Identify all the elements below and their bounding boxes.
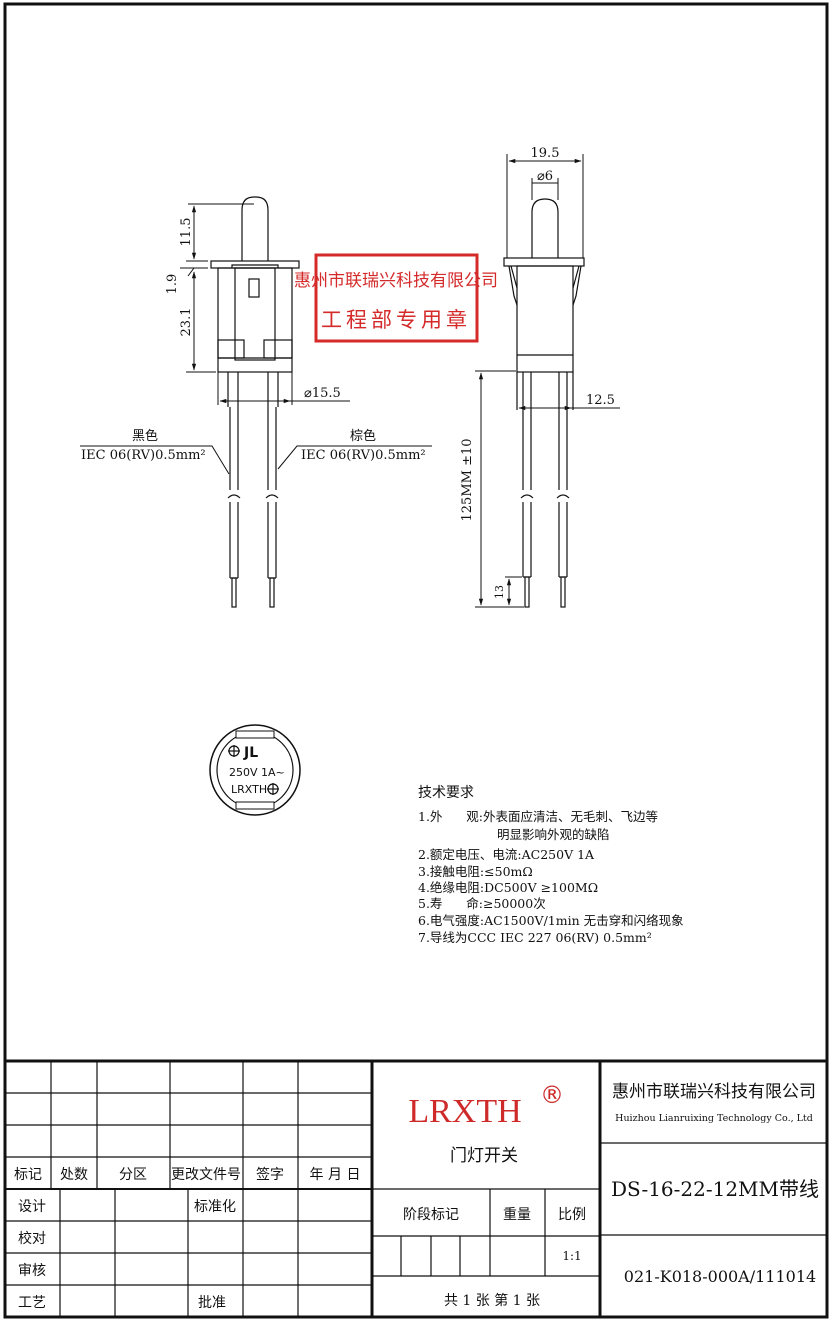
requirement-item: 2.额定电压、电流:AC250V 1A: [418, 847, 595, 862]
stage-mark-label: 阶段标记: [403, 1207, 459, 1223]
dim-flange: 1.9: [165, 274, 180, 295]
dim-top-height: 11.5: [179, 218, 194, 247]
wire-right-spec: IEC 06(RV)0.5mm²: [301, 448, 426, 463]
requirement-item: 5.寿 命:≥50000次: [418, 896, 546, 911]
product-marking: JL 250V 1A~ LRXTH: [209, 724, 301, 816]
side-view: [475, 154, 620, 608]
sheet-count: 共 1 张 第 1 张: [444, 1292, 540, 1309]
dim-plunger-diameter: ⌀6: [537, 169, 553, 184]
company-name-cn: 惠州市联瑞兴科技有限公司: [612, 1082, 816, 1102]
model-number: DS-16-22-12MM带线: [611, 1177, 819, 1201]
product-name: 门灯开关: [450, 1146, 518, 1166]
requirement-item: 明显影响外观的缺陷: [497, 827, 610, 842]
crosshair-icon: [228, 745, 240, 757]
brand-logo: LRXTH: [408, 1093, 521, 1130]
dim-diameter: ⌀15.5: [304, 386, 341, 401]
rev-header-date: 年 月 日: [310, 1167, 361, 1183]
wire-left-color: 黑色: [132, 428, 158, 444]
dim-pin-spacing: 12.5: [586, 393, 615, 408]
drawing-number: 021-K018-000A/111014: [624, 1267, 816, 1286]
company-stamp: 惠州市联瑞兴科技有限公司 工程部专用章: [294, 253, 498, 343]
rev-header-signature: 签字: [256, 1166, 284, 1183]
dim-body-height: 23.1: [179, 308, 194, 337]
technical-requirements: 技术要求 1.外 观:外表面应清洁、无毛刺、飞边等 明显影响外观的缺陷 2.额定…: [418, 785, 684, 945]
crosshair-icon: [267, 783, 279, 795]
wire-left-spec: IEC 06(RV)0.5mm²: [81, 448, 206, 463]
approval-review: 审核: [18, 1263, 46, 1279]
weight-label: 重量: [503, 1207, 531, 1223]
requirement-item: 1.外 观:外表面应清洁、无毛刺、飞边等: [418, 809, 658, 824]
marking-line-3: LRXTH: [231, 783, 267, 796]
stamp-line-1: 惠州市联瑞兴科技有限公司: [294, 271, 498, 291]
rev-header-doc-no: 更改文件号: [171, 1167, 241, 1183]
dim-wire-length: 125MM ±10: [460, 438, 475, 521]
dim-strip-length: 13: [493, 585, 506, 599]
front-view: [80, 196, 432, 608]
scale-value: 1:1: [562, 1249, 581, 1263]
requirement-item: 3.接触电阻:≤50mΩ: [418, 864, 533, 879]
approve-label: 批准: [198, 1295, 226, 1311]
approval-process: 工艺: [18, 1295, 46, 1311]
requirement-item: 7.导线为CCC IEC 227 06(RV) 0.5mm²: [418, 930, 652, 945]
rev-header-zone: 分区: [119, 1167, 147, 1183]
marking-line-1: JL: [243, 745, 258, 761]
requirement-item: 4.绝缘电阻:DC500V ≥100MΩ: [418, 880, 598, 895]
rev-header-mark: 标记: [14, 1167, 42, 1183]
scale-label: 比例: [558, 1207, 586, 1223]
wire-right-color: 棕色: [350, 428, 376, 444]
requirements-title: 技术要求: [418, 785, 474, 801]
standardization-label: 标准化: [194, 1199, 236, 1215]
marking-line-2: 250V 1A~: [229, 766, 285, 779]
registered-mark: ®: [540, 1081, 564, 1109]
requirement-item: 6.电气强度:AC1500V/1min 无击穿和闪络现象: [418, 913, 684, 928]
title-block: [5, 1059, 827, 1317]
rev-header-count: 处数: [60, 1167, 88, 1183]
dim-width: 19.5: [531, 146, 560, 161]
approval-check: 校对: [18, 1230, 46, 1247]
stamp-line-2: 工程部专用章: [321, 308, 471, 332]
sheet-border: [3, 2, 829, 1319]
company-name-en: Huizhou Lianruixing Technology Co., Ltd: [615, 1113, 813, 1124]
approval-design: 设计: [18, 1199, 46, 1215]
